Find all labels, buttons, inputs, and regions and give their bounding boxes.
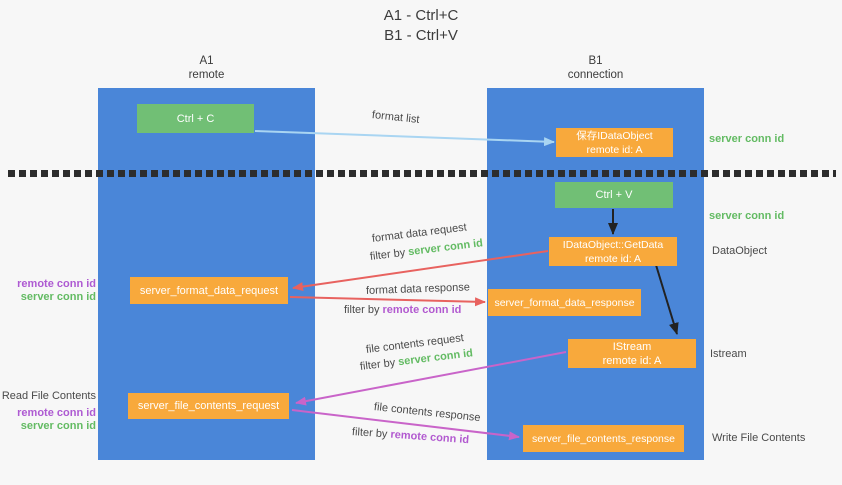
node-server-format-data-response-label: server_format_data_response [494,296,635,309]
node-save-idataobject: 保存IDataObject remote id: A [556,128,673,157]
filter-by-prefix: filter by [359,356,399,373]
node-ctrl-c-label: Ctrl + C [176,112,215,125]
node-istream: IStream remote id: A [568,339,696,368]
annotation-server-conn-id-2: server conn id [20,420,96,432]
label-format-data-response: format data response [365,281,471,297]
annotation-remote-conn-id-1: remote conn id [17,278,96,290]
lane-a1-name: A1 [199,55,214,67]
label-filter-by-remote-conn-id-1: filter by remote conn id [344,304,461,316]
filter-by-prefix: filter by [344,304,383,316]
remote-conn-id-key: remote conn id [382,304,462,316]
lane-header-b1: B1 connection [487,54,704,82]
lane-header-a1: A1 remote [98,54,315,82]
node-server-format-data-request: server_format_data_request [130,277,288,304]
annotation-write-file-contents: Write File Contents [712,432,806,444]
node-ctrl-c: Ctrl + C [137,104,254,133]
diagram-title: A1 - Ctrl+C B1 - Ctrl+V [0,6,842,46]
node-server-file-contents-response: server_file_contents_response [523,425,684,452]
lane-a1-role: remote [188,69,225,81]
node-save-idataobject-line1: 保存IDataObject [576,129,653,142]
format-data-response-arrow [289,296,486,307]
node-idataobject-getdata-line1: IDataObject::GetData [562,238,664,251]
title-line-2: B1 - Ctrl+V [384,27,458,44]
annotation-server-conn-id-top: server conn id [709,133,785,145]
filter-by-prefix: filter by [351,426,391,441]
lane-b1-name: B1 [588,55,603,67]
annotation-server-conn-id-1: server conn id [20,291,96,303]
node-istream-line1: IStream [612,340,652,353]
title-line-1: A1 - Ctrl+C [383,7,459,24]
node-server-file-contents-request-label: server_file_contents_request [137,400,280,412]
server-conn-id-key: server conn id [407,237,484,259]
node-ctrl-v-label: Ctrl + V [595,189,633,201]
annotation-remote-conn-id-2: remote conn id [17,407,96,419]
annotation-server-conn-id-mid: server conn id [709,210,785,222]
node-server-file-contents-request: server_file_contents_request [128,393,289,419]
node-server-format-data-request-label: server_format_data_request [139,284,279,297]
label-format-list: format list [371,109,421,126]
node-server-file-contents-response-label: server_file_contents_response [531,432,675,445]
node-istream-line2: remote id: A [602,354,662,367]
annotation-left-conn-ids-top: remote conn id server conn id [17,278,96,304]
annotation-dataobject: DataObject [712,245,768,257]
node-idataobject-getdata: IDataObject::GetData remote id: A [549,237,677,266]
node-save-idataobject-line2: remote id: A [586,143,643,156]
node-idataobject-getdata-line2: remote id: A [584,252,642,265]
remote-conn-id-key: remote conn id [390,428,470,447]
dotted-divider-line [8,170,836,177]
label-filter-by-remote-conn-id-2: filter by remote conn id [352,426,470,446]
lane-b1-role: connection [567,69,624,81]
label-file-contents-response: file contents response [373,401,482,425]
node-server-format-data-response: server_format_data_response [488,289,641,316]
annotation-read-file-contents: Read File Contents [1,390,96,402]
filter-by-prefix: filter by [369,246,409,263]
annotation-istream: Istream [710,348,747,360]
node-ctrl-v: Ctrl + V [555,182,673,208]
annotation-left-conn-ids-bottom: Read File Contents remote conn id server… [2,390,96,433]
